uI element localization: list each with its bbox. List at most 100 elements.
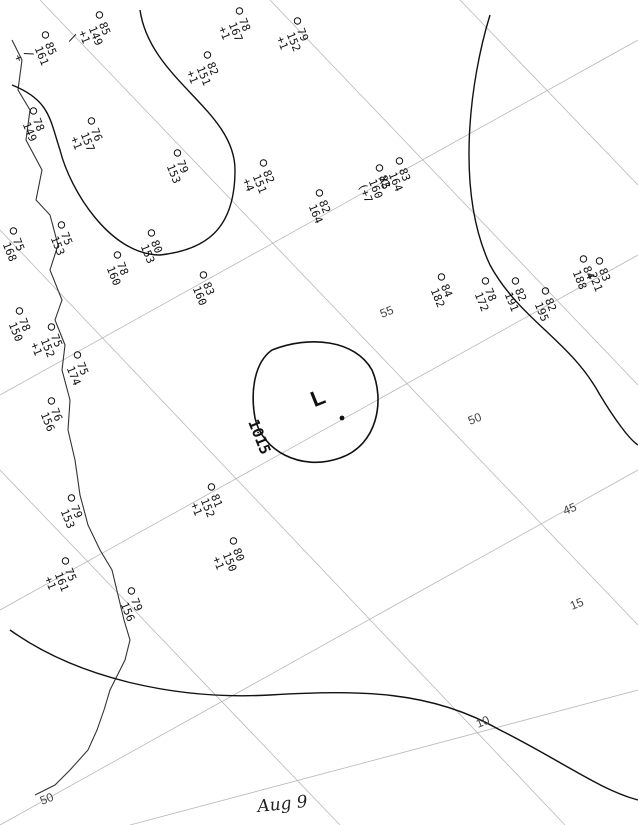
station-value: 79 [128, 596, 145, 613]
station-value: \ [65, 32, 80, 43]
grid-label: 55 [378, 303, 396, 321]
station-value: 82 [316, 198, 333, 215]
station-value: +1 [42, 574, 59, 591]
station-circle [235, 7, 244, 15]
station-circle [73, 351, 82, 359]
isobars [9, 9, 638, 801]
station-value: 78 [114, 260, 131, 277]
station-circle [9, 227, 18, 235]
station-value: 84 [438, 282, 455, 300]
station-circle [293, 17, 302, 25]
station-value: 76 [48, 406, 65, 423]
station-circle [541, 287, 550, 295]
station-circle [15, 307, 24, 315]
station-value: 78 [30, 116, 47, 133]
station-value: 78 [236, 16, 253, 33]
station-value: +1 [184, 68, 201, 85]
station-value: +1 [216, 24, 233, 41]
station-circle [95, 11, 104, 19]
station-value: +1 [28, 340, 45, 357]
station-value: + [11, 52, 26, 63]
station-value: 80 [148, 238, 165, 255]
station-value: 83 [396, 166, 413, 183]
station-circle [579, 255, 588, 263]
station-value: 83 [200, 280, 217, 297]
station-value: +1 [274, 34, 291, 51]
station-value: 85 [42, 40, 59, 57]
station-circle [47, 397, 56, 405]
station-value: 81 [208, 492, 225, 509]
station-circle [127, 587, 136, 595]
station-circle [173, 149, 182, 157]
date-label: Aug 9 [254, 792, 308, 817]
station-circle [57, 221, 66, 229]
station-value: 80 [230, 546, 247, 563]
station-circle [67, 494, 76, 502]
station-value: 78 [482, 286, 499, 303]
grid-label: 50 [466, 410, 484, 428]
station-value: 75 [10, 236, 27, 253]
station-value: 82 [542, 296, 559, 313]
station-value: / [22, 48, 37, 59]
station-value: +1 [76, 28, 93, 45]
station-circle [41, 31, 50, 39]
station-circle [395, 157, 404, 165]
station-value: 85 [96, 20, 113, 37]
station-value: 75 [62, 566, 79, 583]
coastline [11, 39, 131, 796]
grid-labels: 55 50 45 15 10 50 [38, 303, 586, 808]
station-circle [199, 271, 208, 279]
station-value: +1 [68, 134, 85, 151]
grid-label: 45 [561, 500, 579, 518]
station-circle [147, 229, 156, 237]
station-circle [437, 273, 446, 281]
low-pressure-center: L 1015 [244, 341, 379, 464]
station-value: 82 [512, 286, 529, 303]
station-value: 76 [88, 126, 105, 143]
station-value: 82 [376, 173, 393, 190]
station-circle [481, 277, 490, 285]
station-circle [511, 277, 520, 285]
station-value: 84 [580, 264, 597, 282]
station-circle [375, 164, 384, 172]
station-circle [61, 557, 70, 565]
station-circle [259, 159, 268, 167]
station-circle [47, 323, 56, 331]
station-circle [203, 51, 212, 59]
grid-label: 50 [38, 790, 56, 808]
station-value: 83 [596, 266, 613, 283]
grid-label: 10 [474, 713, 492, 731]
low-symbol: L [307, 384, 329, 412]
station-value: 79 [294, 26, 311, 43]
station-circle [207, 483, 216, 491]
station-value: 75 [48, 332, 65, 349]
station-value: 82 [204, 60, 221, 77]
station-circle [315, 189, 324, 197]
station-circle [87, 117, 96, 125]
station-value: 75 [58, 230, 75, 247]
